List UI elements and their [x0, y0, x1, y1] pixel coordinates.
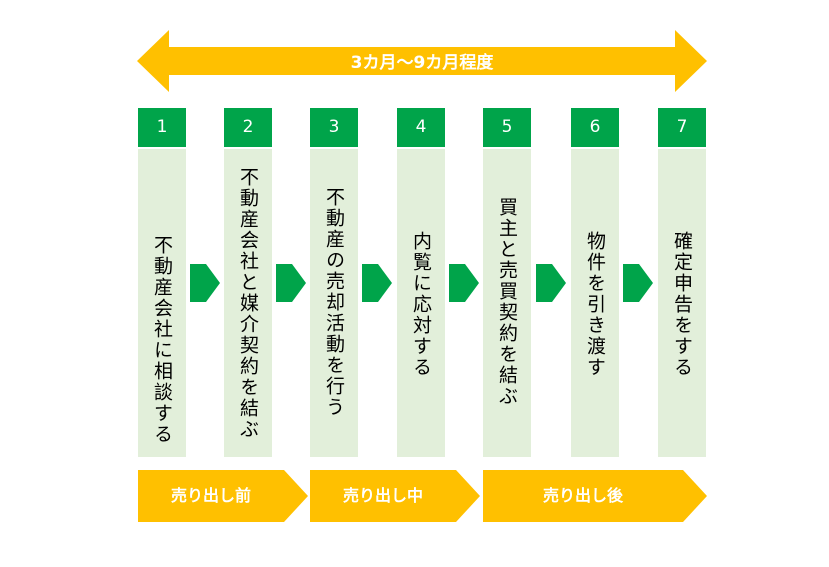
phase-label: 売り出し前 — [170, 486, 251, 505]
step-number: 4 — [397, 108, 445, 147]
step-body: 物件を引き渡す — [571, 149, 619, 457]
chevron-right-icon — [449, 264, 479, 302]
step-label: 不動産会社に相談する — [151, 235, 173, 445]
step-body: 確定申告をする — [658, 149, 706, 457]
phase-arrow-before — [138, 470, 308, 522]
chevron-right-icon — [190, 264, 220, 302]
step-body: 不動産会社と媒介契約を結ぶ — [224, 149, 272, 457]
duration-label: 3カ月～9カ月程度 — [350, 53, 494, 73]
step-body: 不動産会社に相談する — [138, 149, 186, 457]
phase-arrow-after — [483, 470, 707, 522]
step-label: 不動産会社と媒介契約を結ぶ — [237, 167, 259, 440]
duration-double-arrow — [137, 30, 707, 92]
step-body: 不動産の売却活動を行う — [310, 149, 358, 457]
step-number: 3 — [310, 108, 358, 147]
step-label: 不動産の売却活動を行う — [323, 187, 345, 418]
step-body: 買主と売買契約を結ぶ — [483, 149, 531, 457]
step-label: 内覧に応対する — [410, 231, 432, 378]
phase-arrow-during — [310, 470, 480, 522]
step-label: 買主と売買契約を結ぶ — [496, 197, 518, 407]
step-number: 6 — [571, 108, 619, 147]
step-number: 2 — [224, 108, 272, 147]
phase-label: 売り出し後 — [542, 486, 623, 505]
step-body: 内覧に応対する — [397, 149, 445, 457]
step-label: 物件を引き渡す — [584, 231, 606, 378]
chevron-right-icon — [362, 264, 392, 302]
step-number: 5 — [483, 108, 531, 147]
chevron-right-icon — [276, 264, 306, 302]
step-number: 7 — [658, 108, 706, 147]
phase-label: 売り出し中 — [342, 486, 423, 505]
chevron-right-icon — [536, 264, 566, 302]
step-label: 確定申告をする — [671, 231, 693, 378]
step-number: 1 — [138, 108, 186, 147]
chevron-right-icon — [623, 264, 653, 302]
